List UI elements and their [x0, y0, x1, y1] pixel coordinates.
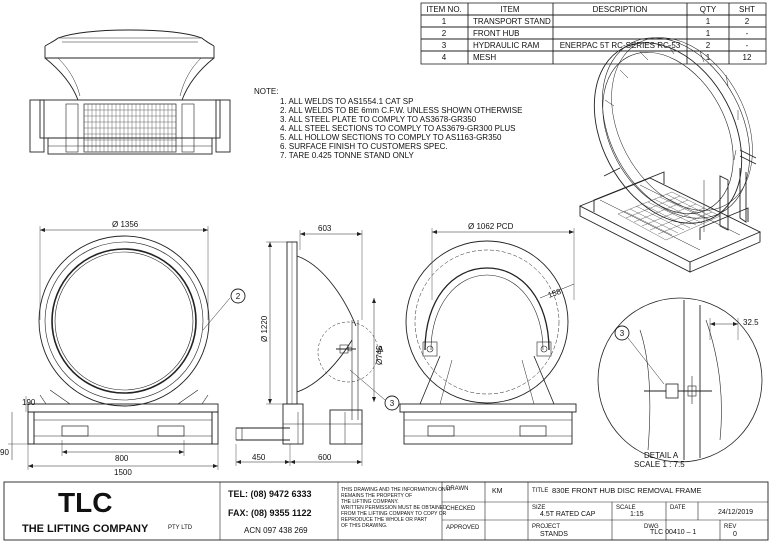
bom-cell: ENERPAC 5T RC-SERIES RC-53 — [560, 41, 681, 50]
bom-header-item: ITEM — [500, 5, 519, 14]
bom-cell: 2 — [706, 41, 711, 50]
bom-cell: 1 — [706, 29, 711, 38]
disclaimer-line: FROM THE LIFTING COMPANY TO COPY OR — [341, 511, 447, 517]
note-item: 6. SURFACE FINISH TO CUSTOMERS SPEC. — [280, 142, 448, 151]
title-value: 830E FRONT HUB DISC REMOVAL FRAME — [552, 486, 701, 495]
bom-cell: HYDRAULIC RAM — [473, 41, 540, 50]
company-pty: PTY LTD — [168, 525, 193, 531]
rev-value: 0 — [733, 531, 737, 538]
dim-front-width: 1500 — [114, 468, 132, 477]
note-item: 1. ALL WELDS TO AS1554.1 CAT SP — [280, 97, 413, 106]
disclaimer-line: THIS DRAWING AND THE INFORMATION ON IT — [341, 487, 451, 493]
note-item: 7. TARE 0.425 TONNE STAND ONLY — [280, 151, 414, 160]
bom-cell: - — [746, 29, 749, 38]
title-block: TLC THE LIFTING COMPANY PTY LTD TEL: (08… — [3, 481, 769, 541]
note-item: 3. ALL STEEL PLATE TO COMPLY TO AS3678-G… — [280, 115, 477, 124]
checked-label: CHECKED — [446, 506, 476, 512]
size-value: 4.5T RATED CAP — [540, 511, 596, 518]
company-tel: TEL: (08) 9472 6333 — [228, 489, 312, 499]
notes-block: NOTE: 1. ALL WELDS TO AS1554.1 CAT SP 2.… — [254, 87, 522, 160]
disclaimer-line: REMAINS THE PROPERTY OF — [341, 493, 412, 499]
disclaimer-line: WRITTEN PERMISSION MUST BE OBTAINED — [341, 505, 447, 511]
bom-cell: 12 — [743, 53, 752, 62]
isometric-view — [578, 37, 762, 273]
bom-header-item-no: ITEM NO. — [426, 5, 462, 14]
scale-value: 1:15 — [630, 511, 644, 518]
dwg-value: TLC 00410 – 1 — [650, 529, 696, 536]
company-name: THE LIFTING COMPANY — [22, 523, 149, 535]
rev-label: REV — [724, 524, 736, 530]
size-label: SIZE — [532, 505, 545, 511]
dim-front-base-height: 90 — [0, 448, 9, 457]
disclaimer-line: OF THIS DRAWING. — [341, 523, 387, 529]
dim-side-depth: 603 — [318, 224, 332, 233]
balloon-2-label: 2 — [236, 292, 241, 301]
bom-cell: 4 — [442, 53, 447, 62]
bom-cell: 2 — [442, 29, 447, 38]
note-item: 2. ALL WELDS TO BE 6mm C.F.W. UNLESS SHO… — [280, 106, 522, 115]
rear-view — [399, 228, 577, 445]
bom-cell: TRANSPORT STAND — [473, 17, 551, 26]
side-view — [235, 230, 400, 466]
dim-side-hub: Ø745 — [375, 345, 384, 365]
bom-table: ITEM NO. ITEM DESCRIPTION QTY SHT 1 TRAN… — [420, 2, 767, 65]
bom-header-description: DESCRIPTION — [593, 5, 648, 14]
note-item: 5. ALL HOLLOW SECTIONS TO COMPLY TO AS11… — [280, 133, 502, 142]
dim-rear-pcd: Ø 1062 PCD — [468, 222, 514, 231]
bom-cell: 3 — [442, 41, 447, 50]
bom-cell: 1 — [442, 17, 447, 26]
section-marker-a: A — [378, 345, 384, 354]
date-label: DATE — [670, 505, 686, 511]
drawn-label: DRAWN — [446, 486, 468, 492]
front-view — [8, 226, 246, 470]
title-label: TITLE — [532, 488, 548, 494]
balloon-3-side-label: 3 — [390, 399, 395, 408]
disclaimer-line: REPRODUCE THE WHOLE OR PART — [341, 517, 427, 523]
bom-cell: MESH — [473, 53, 496, 62]
company-fax: FAX: (08) 9355 1122 — [228, 508, 312, 518]
dim-front-left: 190 — [22, 398, 36, 407]
bom-cell: 2 — [745, 17, 750, 26]
dim-front-inner: 800 — [115, 454, 129, 463]
bom-cell: 1 — [706, 17, 711, 26]
scale-label: SCALE — [616, 505, 636, 511]
dwg-label: DWG — [644, 524, 659, 530]
dim-front-diameter: Ø 1356 — [112, 220, 139, 229]
detail-a-title: DETAIL A — [644, 451, 679, 460]
date-value: 24/12/2019 — [718, 509, 753, 516]
project-value: STANDS — [540, 531, 568, 538]
approved-label: APPROVED — [446, 525, 480, 531]
company-acn: ACN 097 438 269 — [244, 526, 308, 535]
note-item: 4. ALL STEEL SECTIONS TO COMPLY TO AS367… — [280, 124, 516, 133]
detail-a-view — [597, 297, 763, 463]
dim-detail-offset: 32.5 — [743, 318, 759, 327]
company-logo: TLC — [58, 487, 112, 518]
bom-cell: - — [746, 41, 749, 50]
disclaimer-line: THE LIFTING COMPANY. — [341, 499, 399, 505]
detail-a-scale: SCALE 1 : 7.5 — [634, 460, 685, 469]
drawn-value: KM — [492, 488, 503, 495]
balloon-3-detail-label: 3 — [620, 329, 625, 338]
notes-title: NOTE: — [254, 87, 278, 96]
dimension-labels: Ø 1356 1500 800 190 90 603 Ø 1220 Ø745 4… — [0, 220, 759, 477]
project-label: PROJECT — [532, 524, 560, 530]
dim-side-base-left: 450 — [252, 453, 266, 462]
top-view — [29, 29, 231, 155]
bom-header-sht: SHT — [739, 5, 755, 14]
bom-cell: FRONT HUB — [473, 29, 520, 38]
dim-side-height: Ø 1220 — [260, 315, 269, 342]
bom-header-qty: QTY — [700, 5, 717, 14]
dim-rear-radius: 158 — [547, 287, 563, 300]
dim-side-base-right: 600 — [318, 453, 332, 462]
